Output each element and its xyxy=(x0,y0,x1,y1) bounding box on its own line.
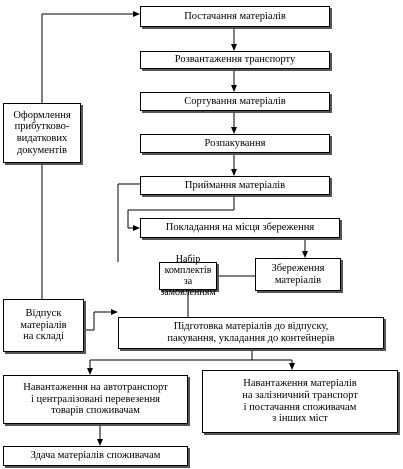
node-kitting: Набір комплектів за замовленням xyxy=(159,253,217,299)
node-supply: Постачання матеріалів xyxy=(140,6,330,27)
arrow-head xyxy=(133,11,140,17)
node-placing: Покладання на місця збереження xyxy=(140,218,340,238)
node-documents: Оформлення прибутково- видаткових докуме… xyxy=(3,103,81,163)
node-dispatch: Відпуск матеріалів на складі xyxy=(3,299,84,352)
arrow-head xyxy=(87,368,93,375)
node-storage: Збереження матеріалів xyxy=(255,258,341,291)
node-truck-loading: Навантаження на автотранспорт і централі… xyxy=(3,375,188,424)
node-unpacking: Розпакування xyxy=(140,134,330,153)
node-handover: Здача матеріалів споживачам xyxy=(3,446,188,466)
arrow-head xyxy=(231,44,237,51)
node-sorting: Сортування матеріалів xyxy=(140,92,330,111)
node-unloading: Розвантаження транспорту xyxy=(140,51,330,69)
arrow-head xyxy=(289,363,295,370)
arrow-head xyxy=(302,251,308,258)
arrow-head xyxy=(97,439,103,446)
arrow-head xyxy=(111,309,118,315)
arrow-head xyxy=(231,127,237,134)
node-rail-loading: Навантаження матеріалів на залізничний т… xyxy=(202,370,398,433)
arrow-head xyxy=(231,169,237,176)
arrow-head xyxy=(231,85,237,92)
node-receiving: Приймання матеріалів xyxy=(140,176,330,195)
arrow-head xyxy=(133,225,140,231)
node-preparation: Підготовка матеріалів до відпуску, пакув… xyxy=(118,317,384,349)
